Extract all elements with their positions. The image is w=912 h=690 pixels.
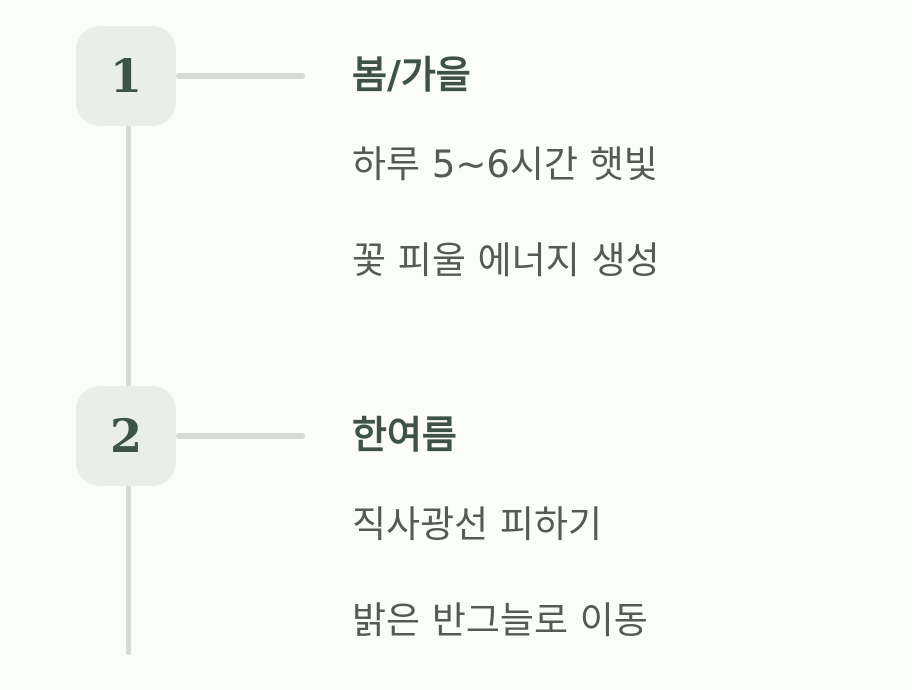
step-connector bbox=[176, 433, 305, 439]
step-detail-line: 밝은 반그늘로 이동 bbox=[352, 599, 648, 642]
step-number-badge: 1 bbox=[76, 26, 176, 126]
step-title: 봄/가을 bbox=[352, 53, 471, 97]
step-connector bbox=[176, 73, 305, 79]
step-detail-line: 하루 5~6시간 햇빛 bbox=[352, 143, 658, 186]
step-detail-line: 직사광선 피하기 bbox=[352, 503, 603, 546]
step-detail-line: 꽃 피울 에너지 생성 bbox=[352, 239, 660, 282]
step-number-badge: 2 bbox=[76, 386, 176, 486]
step-title: 한여름 bbox=[352, 413, 457, 457]
